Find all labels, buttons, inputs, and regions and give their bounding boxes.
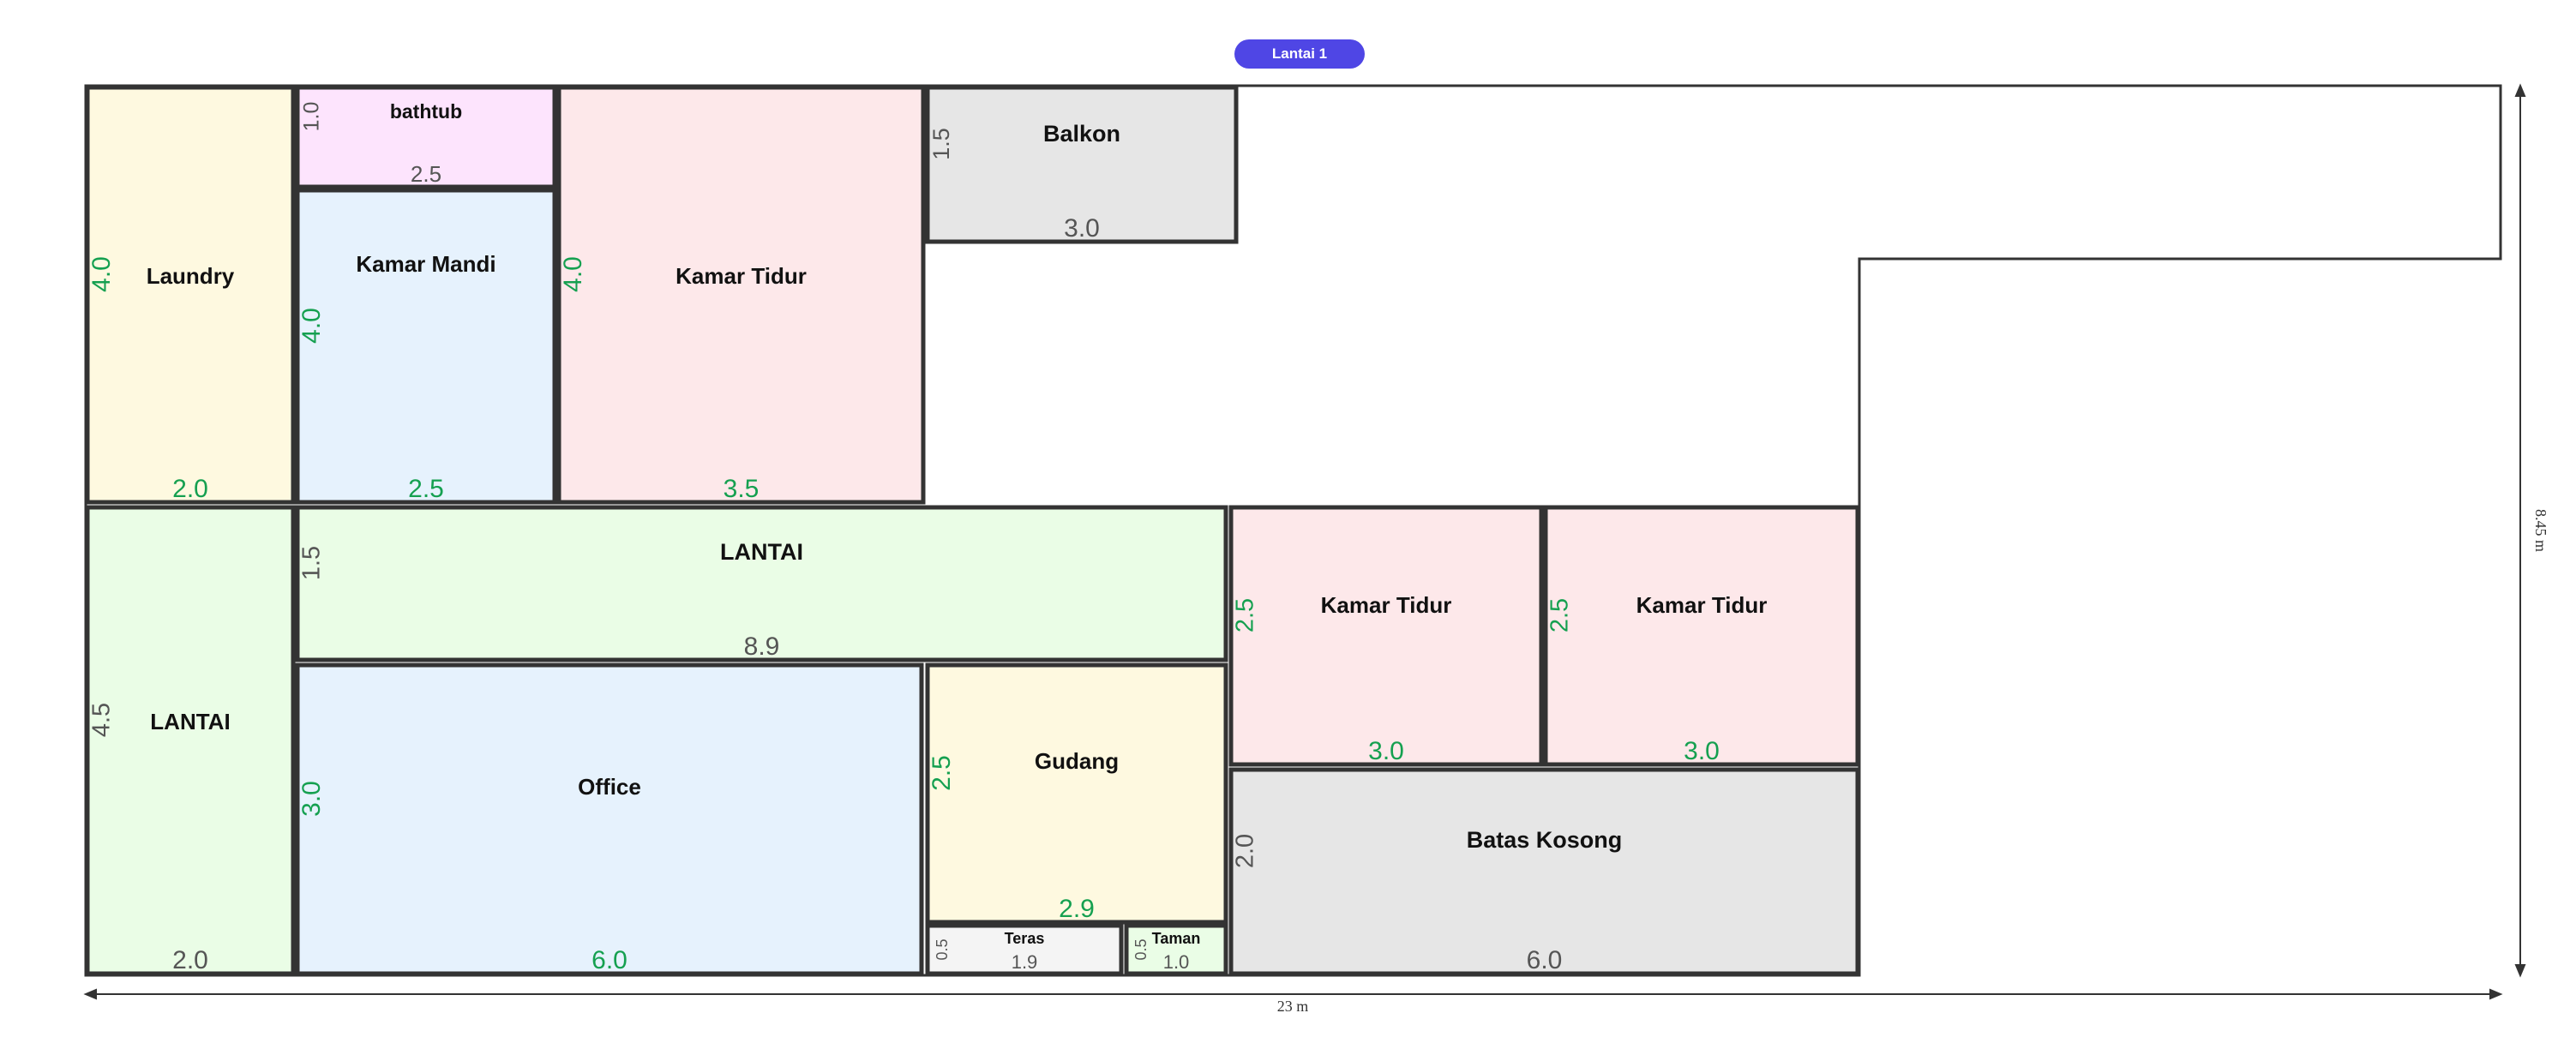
- room-name: LANTAI: [150, 709, 230, 734]
- room-teras-area: [925, 923, 1124, 976]
- room-width-label: 8.9: [744, 632, 780, 661]
- room-taman[interactable]: Taman 1.0 0.5: [1124, 923, 1228, 976]
- room-kamar-tidur-2[interactable]: Kamar Tidur 3.0 2.5: [1228, 505, 1544, 767]
- room-kamar-tidur-2-area: [1228, 505, 1544, 767]
- height-dimension: [2514, 83, 2526, 978]
- room-lantai-center-area: [295, 505, 1228, 662]
- room-height-label: 2.5: [1232, 598, 1259, 632]
- room-office-area: [295, 662, 924, 976]
- room-width-label: 1.0: [1163, 951, 1190, 973]
- room-kamar-tidur-1[interactable]: Kamar Tidur 3.5 4.0: [556, 85, 926, 505]
- room-width-label: 2.5: [411, 161, 441, 187]
- room-name: Teras: [1005, 930, 1045, 947]
- room-gudang[interactable]: Gudang 2.9 2.5: [925, 662, 1228, 925]
- room-batas-kosong[interactable]: Batas Kosong 6.0 2.0: [1228, 767, 1860, 976]
- room-balkon[interactable]: Balkon 3.0 1.5: [925, 85, 1239, 244]
- room-height-label: 4.0: [297, 308, 326, 344]
- room-height-label: 1.0: [300, 102, 324, 132]
- room-name: LANTAI: [720, 539, 803, 565]
- room-lantai-left[interactable]: LANTAI 2.0 4.5: [85, 505, 296, 976]
- room-width-label: 1.9: [1012, 951, 1038, 973]
- room-width-label: 3.0: [1684, 737, 1720, 765]
- room-name: Gudang: [1035, 748, 1119, 774]
- width-dimension: [83, 988, 2503, 1000]
- room-lantai-center[interactable]: LANTAI 8.9 1.5: [295, 505, 1228, 662]
- room-width-label: 3.0: [1368, 737, 1404, 765]
- room-height-label: 4.5: [88, 703, 116, 737]
- room-height-label: 0.5: [934, 938, 951, 960]
- room-kamar-tidur-1-area: [556, 85, 926, 505]
- room-width-label: 6.0: [1527, 946, 1563, 974]
- room-name: Balkon: [1043, 121, 1120, 147]
- room-height-label: 2.5: [1546, 598, 1574, 632]
- room-height-label: 4.0: [87, 256, 116, 292]
- room-height-label: 1.5: [298, 546, 326, 580]
- room-teras[interactable]: Teras 1.9 0.5: [925, 923, 1124, 976]
- room-width-label: 2.0: [172, 475, 208, 503]
- room-balkon-area: [925, 85, 1239, 244]
- room-batas-kosong-area: [1228, 767, 1860, 976]
- room-name: Batas Kosong: [1467, 827, 1623, 853]
- room-width-label: 2.0: [172, 946, 208, 974]
- room-width-label: 3.5: [724, 475, 760, 503]
- room-width-label: 3.0: [1064, 214, 1100, 243]
- room-laundry[interactable]: Laundry 2.0 4.0: [85, 85, 296, 505]
- room-kamar-tidur-3[interactable]: Kamar Tidur 3.0 2.5: [1543, 505, 1860, 767]
- room-laundry-area: [85, 85, 296, 505]
- room-name: bathtub: [390, 100, 462, 123]
- room-width-label: 2.5: [408, 475, 444, 503]
- room-name: Kamar Tidur: [676, 263, 807, 289]
- room-name: Kamar Mandi: [356, 251, 495, 277]
- room-name: Laundry: [147, 263, 235, 289]
- room-height-label: 3.0: [297, 781, 326, 817]
- room-kamar-mandi-area: [295, 188, 557, 505]
- room-height-label: 4.0: [559, 256, 587, 292]
- room-height-label: 2.5: [928, 755, 956, 791]
- room-height-label: 1.5: [928, 128, 954, 160]
- room-lantai-left-area: [85, 505, 296, 976]
- height-dimension-label: 8.45 m: [2532, 509, 2549, 552]
- room-width-label: 6.0: [591, 946, 627, 974]
- room-bathtub-area: [295, 85, 557, 189]
- room-kamar-tidur-3-area: [1543, 505, 1860, 767]
- room-height-label: 0.5: [1132, 938, 1150, 960]
- room-name: Office: [578, 774, 641, 800]
- room-taman-area: [1124, 923, 1228, 976]
- width-dimension-label: 23 m: [1277, 998, 1309, 1015]
- room-name: Kamar Tidur: [1636, 592, 1768, 618]
- room-bathtub[interactable]: bathtub 2.5 1.0: [295, 85, 557, 189]
- room-kamar-mandi[interactable]: Kamar Mandi 2.5 4.0: [295, 188, 557, 505]
- room-name: Taman: [1152, 930, 1201, 947]
- room-width-label: 2.9: [1059, 895, 1095, 923]
- floor-badge[interactable]: Lantai 1: [1234, 39, 1365, 69]
- room-height-label: 2.0: [1232, 834, 1259, 868]
- room-name: Kamar Tidur: [1321, 592, 1452, 618]
- room-gudang-area: [925, 662, 1228, 925]
- room-office[interactable]: Office 6.0 3.0: [295, 662, 924, 976]
